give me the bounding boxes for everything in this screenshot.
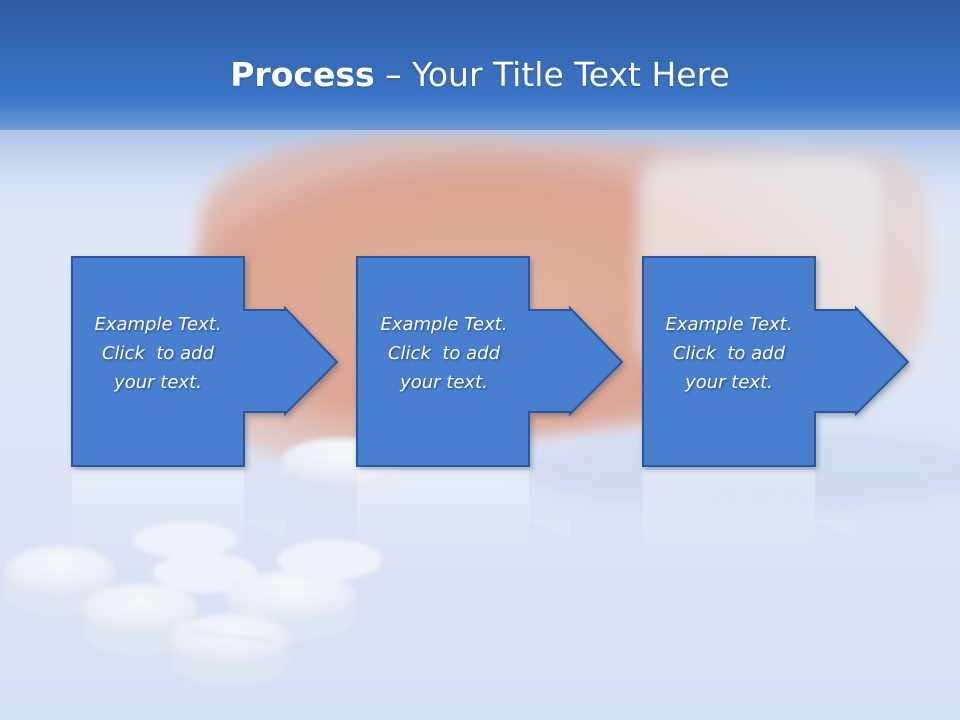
- process-step-1[interactable]: [71, 256, 339, 560]
- step-2-line-2: Click to add: [387, 343, 500, 364]
- process-step-2[interactable]: [356, 256, 624, 560]
- step-arrow-box-1: [71, 256, 339, 467]
- title-bold: Process: [230, 55, 375, 94]
- step-1-line-3: your text.: [114, 372, 202, 393]
- step-reflection-1: [72, 470, 285, 560]
- step-text-3[interactable]: Example Text. Click to add your text.: [649, 310, 809, 397]
- step-text-1[interactable]: Example Text. Click to add your text.: [78, 310, 238, 397]
- step-2-line-1: Example Text.: [380, 314, 508, 335]
- title-rest: – Your Title Text Here: [374, 55, 730, 94]
- process-step-3[interactable]: [642, 256, 910, 560]
- step-3-line-1: Example Text.: [665, 314, 793, 335]
- step-3-line-2: Click to add: [672, 343, 785, 364]
- step-1-line-1: Example Text.: [94, 314, 222, 335]
- step-2-line-3: your text.: [400, 372, 488, 393]
- step-arrow-box-2: [356, 256, 624, 467]
- pills-group: [5, 438, 398, 686]
- step-3-line-3: your text.: [685, 372, 773, 393]
- slide-title[interactable]: Process – Your Title Text Here: [0, 52, 960, 98]
- step-arrow-box-3: [642, 256, 910, 467]
- step-reflection-3: [643, 470, 856, 560]
- step-text-2[interactable]: Example Text. Click to add your text.: [364, 310, 524, 397]
- step-1-line-2: Click to add: [101, 343, 214, 364]
- step-reflection-2: [357, 470, 570, 560]
